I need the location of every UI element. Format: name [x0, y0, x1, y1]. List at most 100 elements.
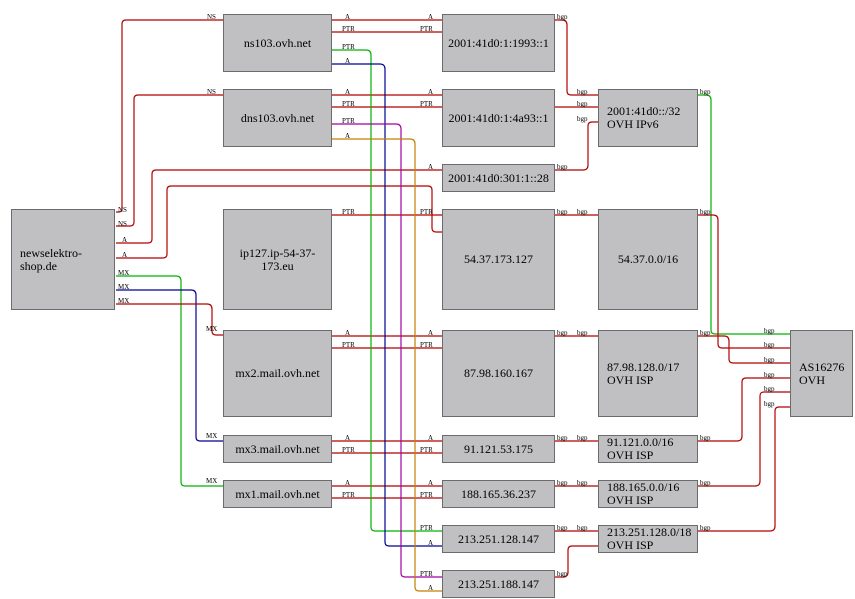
port-label-a: A — [345, 329, 351, 337]
edge-bgp-54-as — [698, 214, 790, 349]
port-label-ptr: PTR — [342, 100, 355, 108]
port-label-ns: NS — [207, 13, 216, 21]
node-ip-188[interactable]: 188.165.36.237 — [442, 480, 555, 508]
port-label-bgp: bgp — [577, 88, 588, 96]
port-label-bgp: bgp — [764, 341, 775, 349]
port-label-a: A — [345, 88, 351, 96]
port-label-bgp: bgp — [700, 434, 711, 442]
edge-ns-dns103 — [116, 94, 223, 227]
port-label-bgp: bgp — [557, 329, 568, 337]
node-ip-1993[interactable]: 2001:41d0:1:1993::1 — [442, 14, 555, 72]
port-label-ns: NS — [118, 206, 127, 214]
node-domain[interactable]: newselektro-shop.de — [11, 209, 115, 310]
port-label-a: A — [345, 479, 351, 487]
edge-bgp-301 — [555, 121, 598, 171]
port-label-a: A — [428, 434, 434, 442]
edge-bgp-91-as — [698, 377, 790, 442]
port-label-bgp: bgp — [764, 356, 775, 364]
node-ns103[interactable]: ns103.ovh.net — [223, 14, 332, 72]
port-label-mx: MX — [118, 269, 130, 277]
port-label-bgp: bgp — [577, 479, 588, 487]
port-label-ns: NS — [207, 88, 216, 96]
edge-a-ip54 — [116, 185, 442, 259]
port-label-ptr: PTR — [420, 491, 433, 499]
edge-mx-mx1 — [116, 275, 223, 487]
node-mx3[interactable]: mx3.mail.ovh.net — [223, 435, 332, 463]
port-label-a: A — [122, 251, 128, 259]
edge-bgp-213-188 — [555, 545, 598, 578]
port-label-bgp: bgp — [557, 479, 568, 487]
port-label-a: A — [428, 329, 434, 337]
node-ip-213-128[interactable]: 213.251.128.147 — [442, 525, 555, 553]
node-net-91[interactable]: 91.121.0.0/16 OVH ISP — [598, 435, 698, 463]
port-label-bgp: bgp — [577, 115, 588, 123]
node-ip-87[interactable]: 87.98.160.167 — [442, 330, 555, 417]
port-label-ptr: PTR — [342, 491, 355, 499]
port-label-bgp: bgp — [764, 371, 775, 379]
edge-mx-mx3 — [116, 289, 223, 442]
port-label-bgp: bgp — [700, 208, 711, 216]
port-label-a: A — [428, 13, 434, 21]
node-net-54[interactable]: 54.37.0.0/16 — [598, 209, 698, 310]
port-label-bgp: bgp — [764, 327, 775, 335]
port-label-bgp: bgp — [557, 434, 568, 442]
port-label-bgp: bgp — [700, 479, 711, 487]
port-label-bgp: bgp — [577, 100, 588, 108]
port-label-ptr: PTR — [420, 341, 433, 349]
port-label-bgp: bgp — [557, 208, 568, 216]
node-dns103[interactable]: dns103.ovh.net — [223, 89, 332, 147]
port-label-mx: MX — [118, 297, 130, 305]
edge-mx-mx2 — [116, 303, 223, 336]
edge-ptr-ns103-213 — [332, 49, 442, 532]
port-label-ptr: PTR — [342, 117, 355, 125]
edge-a-ip301 — [116, 169, 442, 244]
port-label-bgp: bgp — [557, 524, 568, 532]
port-label-ptr: PTR — [342, 25, 355, 33]
port-label-a: A — [428, 163, 434, 171]
node-ip-54[interactable]: 54.37.173.127 — [442, 209, 555, 310]
port-label-ptr: PTR — [342, 446, 355, 454]
port-label-mx: MX — [206, 477, 218, 485]
port-label-a: A — [345, 13, 351, 21]
port-label-bgp: bgp — [577, 208, 588, 216]
edge-bgp-188-as — [698, 391, 790, 487]
node-ip-4a93[interactable]: 2001:41d0:1:4a93::1 — [442, 89, 555, 147]
edge-ptr-dns103-213 — [332, 123, 442, 578]
port-label-mx: MX — [206, 325, 218, 333]
port-label-bgp: bgp — [557, 163, 568, 171]
node-mx1[interactable]: mx1.mail.ovh.net — [223, 480, 332, 508]
node-net-213[interactable]: 213.251.128.0/18 OVH ISP — [598, 525, 698, 553]
port-label-ptr: PTR — [420, 446, 433, 454]
port-label-mx: MX — [206, 432, 218, 440]
port-label-ptr: PTR — [420, 25, 433, 33]
port-label-bgp: bgp — [700, 524, 711, 532]
node-ip-301[interactable]: 2001:41d0:301:1::28 — [442, 164, 555, 192]
node-mx2[interactable]: mx2.mail.ovh.net — [223, 330, 332, 417]
port-label-ptr: PTR — [420, 570, 433, 578]
node-net-ipv6[interactable]: 2001:41d0::/32 OVH IPv6 — [598, 89, 698, 147]
node-ip-213-188[interactable]: 213.251.188.147 — [442, 570, 555, 598]
edge-a-dns103-213 — [332, 138, 442, 592]
edge-bgp-87-as — [698, 335, 790, 364]
port-label-a: A — [345, 434, 351, 442]
port-label-bgp: bgp — [557, 570, 568, 578]
node-ip-91[interactable]: 91.121.53.175 — [442, 435, 555, 463]
port-label-bgp: bgp — [700, 88, 711, 96]
port-label-ptr: PTR — [420, 100, 433, 108]
port-label-a: A — [345, 57, 351, 65]
port-label-bgp: bgp — [764, 385, 775, 393]
port-label-a: A — [122, 236, 128, 244]
node-as16276[interactable]: AS16276 OVH — [790, 330, 853, 417]
node-net-188[interactable]: 188.165.0.0/16 OVH ISP — [598, 480, 698, 508]
edge-bgp-1993 — [555, 19, 598, 96]
port-label-ns: NS — [118, 220, 127, 228]
edge-a-ns103-213 — [332, 63, 442, 547]
node-ip127[interactable]: ip127.ip-54-37-173.eu — [223, 209, 332, 310]
port-label-bgp: bgp — [577, 524, 588, 532]
port-label-mx: MX — [118, 283, 130, 291]
port-label-ptr: PTR — [420, 208, 433, 216]
port-label-a: A — [345, 132, 351, 140]
node-net-87[interactable]: 87.98.128.0/17 OVH ISP — [598, 330, 698, 417]
